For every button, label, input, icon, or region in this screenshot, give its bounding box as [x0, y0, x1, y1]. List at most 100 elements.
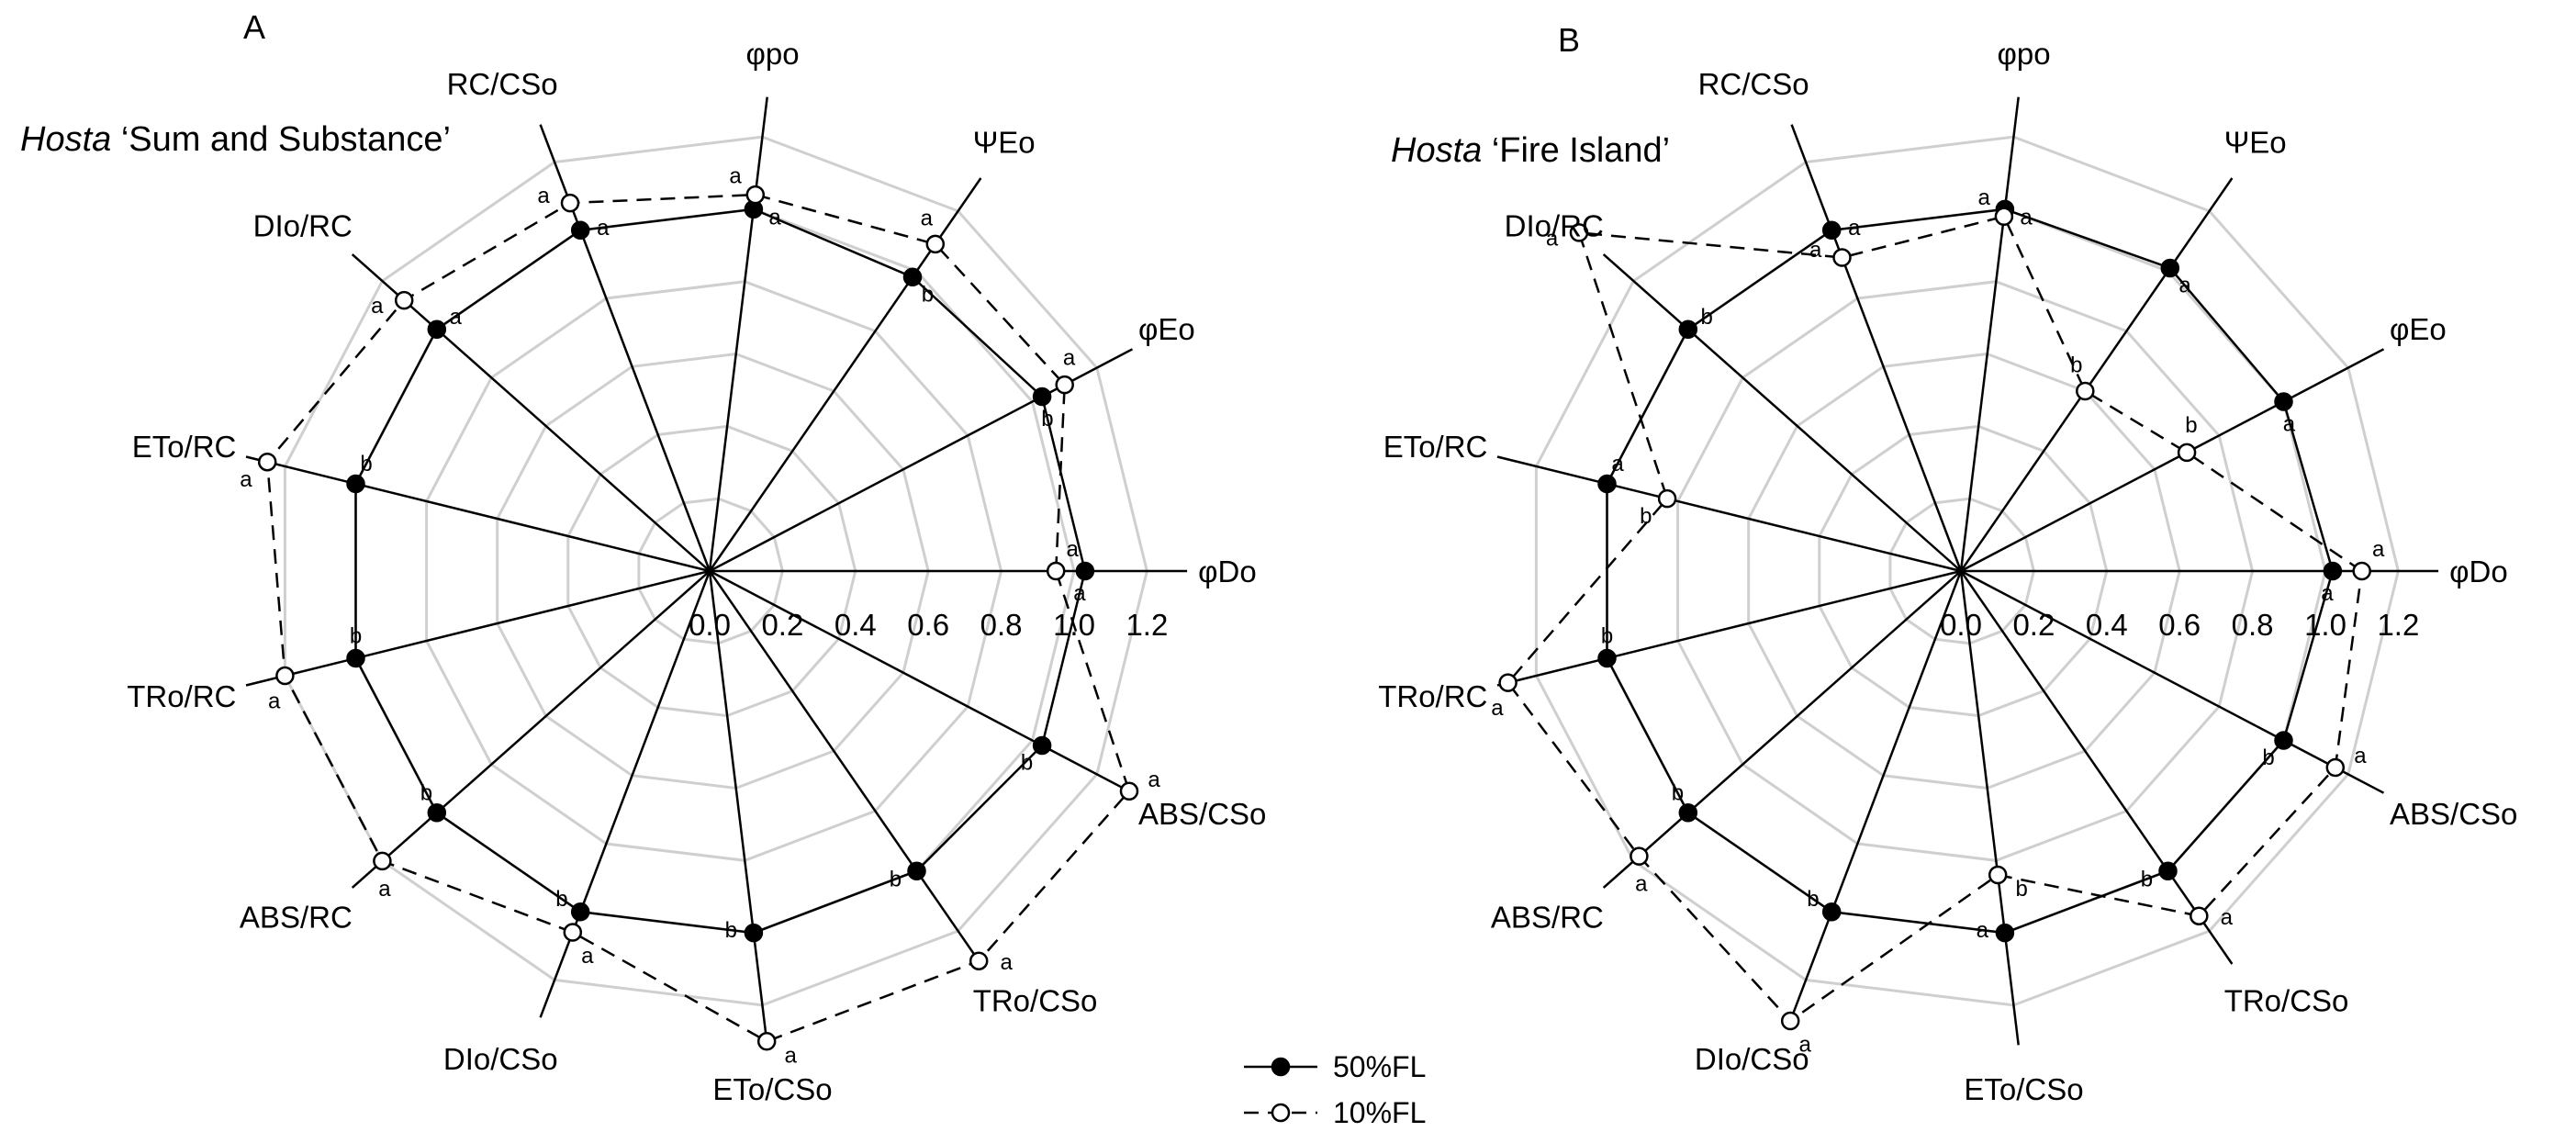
significance-letter: a: [768, 206, 781, 230]
data-point-50-fl-dio-rc: [427, 319, 447, 339]
radial-tick-label: 0.4: [2086, 608, 2128, 642]
axis-spoke-tro-rc: [1496, 569, 1962, 687]
data-point-50-fl-tro-rc: [346, 648, 365, 668]
data-point-50-fl-abs-rc: [427, 803, 447, 823]
radial-tick-label: 0.0: [1940, 608, 1982, 642]
grid-ring: [496, 352, 930, 790]
data-point-10-fl-eo: [1055, 375, 1074, 395]
axis-labels: φDoφEoΨEoφpoRC/CSoDIo/RCETo/RCTRo/RCABS/…: [127, 37, 1266, 1106]
significance-letter: a: [2283, 412, 2296, 437]
axis-spoke-eto-cso: [708, 570, 768, 1046]
data-point-10-fl-dio-rc: [1569, 223, 1589, 242]
data-point-10-fl-rc-cso: [560, 193, 580, 213]
radial-tick-label: 0.0: [689, 608, 731, 642]
data-point-10-fl-tro-cso: [2190, 906, 2209, 925]
data-point-50-fl-eto-rc: [346, 474, 365, 494]
axis-label-dio-cso: DIo/CSo: [1695, 1042, 1809, 1076]
significance-letter: a: [1063, 345, 1076, 370]
axis-label-eto-cso: ETo/CSo: [1964, 1072, 2083, 1106]
data-point-50-fl-tro-rc: [1597, 648, 1617, 668]
data-point-50-fl-eo: [1032, 387, 1052, 407]
significance-letter: b: [2016, 877, 2028, 902]
significance-letter: a: [1148, 768, 1160, 792]
axis-spoke-abs-rc: [1602, 570, 1962, 889]
data-point-50-fl-do: [2323, 561, 2343, 581]
axis-spoke-po: [1959, 96, 2020, 572]
data-point-50-fl-eo: [2160, 258, 2180, 278]
legend-item-50-fl: 50%FL: [1244, 1050, 1426, 1083]
data-point-10-fl-po: [1994, 207, 2014, 227]
title-genus: Hosta: [1391, 131, 1482, 170]
grid-ring: [1534, 135, 2400, 1007]
axis-spoke-abs-cso: [1960, 569, 2385, 794]
significance-letter: a: [1978, 185, 1991, 210]
axis-spoke-eo: [1960, 348, 2385, 573]
axis-spoke-rc-cso: [1790, 124, 1963, 572]
significance-letter: a: [1001, 950, 1014, 975]
significance-letter: a: [1491, 696, 1504, 721]
grid-ring: [425, 280, 1003, 862]
significance-letter: b: [1672, 780, 1684, 805]
significance-letter: a: [729, 163, 742, 188]
axis-label-dio-rc: DIo/RC: [253, 208, 353, 242]
data-point-10-fl-eto-cso: [1988, 865, 2008, 885]
grid-ring: [283, 135, 1148, 1007]
axis-label-eto-rc: ETo/RC: [132, 430, 237, 464]
data-point-10-fl-tro-rc: [1498, 673, 1518, 692]
axis-spoke-abs-rc: [351, 570, 711, 889]
title-cultivar: ‘Sum and Substance’: [111, 120, 451, 159]
axis-label-eo: ΨEo: [2224, 126, 2287, 160]
axis-label-do: φDo: [2449, 555, 2508, 588]
significance-letter: b: [890, 867, 902, 891]
radar-panel-b: aaaaababbbabbabbaaabaaabaaφDoφEoΨEoφpoRC…: [1378, 21, 2517, 1106]
data-point-50-fl-abs-cso: [1032, 735, 1052, 756]
panel-label: B: [1558, 21, 1580, 59]
grid-ring: [1818, 424, 2109, 718]
axis-label-abs-rc: ABS/RC: [240, 901, 353, 935]
significance-letter: a: [1067, 537, 1080, 562]
axis-label-dio-cso: DIo/CSo: [443, 1042, 558, 1076]
significance-letter: a: [921, 206, 934, 230]
data-point-10-fl-do: [1046, 561, 1066, 581]
data-point-50-fl-tro-cso: [907, 861, 926, 880]
significance-letter: a: [2321, 581, 2334, 606]
data-point-10-fl-dio-cso: [563, 923, 583, 942]
panel-title: Hosta ‘Fire Island’: [1391, 131, 1670, 170]
radial-tick-label: 1.2: [1126, 608, 1168, 642]
significance-letter: a: [371, 294, 384, 319]
significance-letter: a: [785, 1043, 798, 1068]
data-point-10-fl-tro-cso: [969, 951, 989, 970]
data-point-10-fl-dio-rc: [394, 290, 414, 310]
data-point-50-fl-dio-rc: [1678, 319, 1698, 339]
radial-tick-label: 0.4: [834, 608, 877, 642]
axis-spoke-po: [708, 96, 768, 572]
radar-panel-a: abbaaabbbbbbbaaaaaaaaaaaaaφDoφEoΨEoφpoRC…: [20, 8, 1266, 1106]
radial-tick-label: 0.8: [2232, 608, 2274, 642]
axis-label-eto-rc: ETo/RC: [1383, 430, 1488, 464]
axis-spoke-tro-cso: [1959, 570, 2234, 965]
significance-letter: b: [360, 452, 372, 476]
axis-spoke-rc-cso: [539, 124, 711, 572]
significance-letter: a: [2178, 274, 2191, 298]
data-point-10-fl-abs-rc: [373, 851, 392, 871]
radial-tick-label: 0.6: [907, 608, 949, 642]
axis-label-tro-rc: TRo/RC: [1378, 679, 1487, 713]
significance-letter: b: [1041, 407, 1053, 431]
radial-tick-label: 1.2: [2377, 608, 2419, 642]
significance-letter: b: [420, 780, 432, 805]
data-point-10-fl-eo: [2076, 381, 2095, 401]
data-point-10-fl-eo: [925, 234, 946, 254]
axis-spoke-dio-cso: [539, 570, 711, 1018]
axis-label-abs-cso: ABS/CSo: [2390, 797, 2517, 831]
data-point-10-fl-rc-cso: [1832, 248, 1852, 267]
axis-spoke-tro-cso: [708, 570, 982, 965]
axis-label-abs-cso: ABS/CSo: [1138, 797, 1266, 831]
radial-tick-label: 0.2: [2012, 608, 2055, 642]
axis-label-eto-cso: ETo/CSo: [712, 1072, 832, 1106]
series-line-10-fl: [265, 193, 1131, 1043]
significance-letter: a: [1073, 581, 1086, 606]
